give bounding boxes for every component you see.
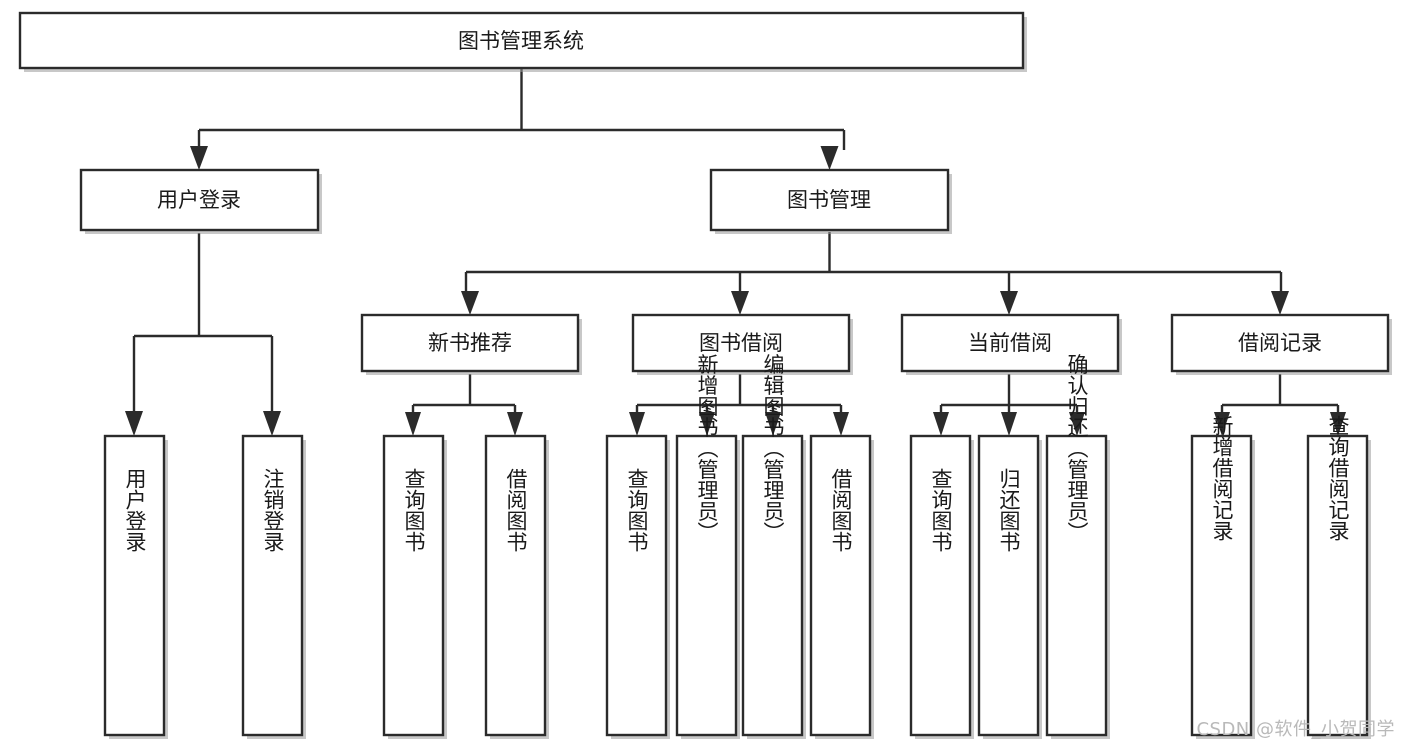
- leaf-label: 确认归还（管理员）: [1065, 354, 1089, 543]
- arrow-head-cb-leaf-1: [933, 412, 949, 436]
- arrow-head-nb-leaf-1: [405, 412, 421, 436]
- new-book-recommend-label: 新书推荐: [428, 331, 512, 355]
- leaf-borrow-record-query[interactable]: 查询借阅记录: [1306, 415, 1371, 739]
- leaf-label: 借阅图书: [829, 468, 853, 552]
- root-node-label: 图书管理系统: [458, 29, 584, 53]
- leaf-box: [605, 434, 668, 737]
- leaf-box: [741, 434, 804, 737]
- leaf-box: [675, 434, 738, 737]
- leaf-box: [484, 434, 547, 737]
- arrow-head-book-manage: [820, 146, 839, 170]
- book-management-node-box: [709, 168, 950, 232]
- node-book-management[interactable]: 图书管理: [709, 168, 952, 234]
- leaf-box: [103, 434, 166, 737]
- current-borrow-label: 当前借阅: [968, 331, 1052, 355]
- leaf-book-borrow-borrow[interactable]: 借阅图书: [809, 434, 874, 739]
- arrow-head-br-leaf-1: [1214, 412, 1230, 436]
- leaf-box: [809, 434, 872, 737]
- leaf-book-borrow-query[interactable]: 查询图书: [605, 434, 670, 739]
- current-borrow-box: [900, 313, 1120, 373]
- arrow-head-leaf-logout: [263, 411, 281, 436]
- leaf-label: 查询借阅记录: [1326, 415, 1350, 541]
- leaf-label: 用户登录: [123, 468, 147, 552]
- leaf-borrow-record-add[interactable]: 新增借阅记录: [1190, 415, 1255, 739]
- leaf-book-borrow-edit[interactable]: 编辑图书（管理员）: [741, 354, 806, 740]
- arrow-head-current-borrow: [1000, 291, 1018, 315]
- leaf-label: 新增借阅记录: [1210, 415, 1234, 541]
- leaf-label: 查询图书: [402, 468, 426, 552]
- book-borrow-label: 图书借阅: [699, 331, 783, 355]
- arrow-head-book-borrow: [731, 291, 749, 315]
- leaf-new-book-borrow[interactable]: 借阅图书: [484, 434, 549, 739]
- arrow-head-bb-leaf-3: [765, 412, 781, 436]
- node-borrow-record[interactable]: 借阅记录: [1170, 313, 1392, 375]
- node-book-borrow[interactable]: 图书借阅: [631, 313, 853, 375]
- book-management-node-label: 图书管理: [787, 188, 871, 212]
- arrow-head-new-book: [461, 291, 479, 315]
- node-current-borrow[interactable]: 当前借阅: [900, 313, 1122, 375]
- node-new-book-recommend[interactable]: 新书推荐: [360, 313, 582, 375]
- borrow-record-label: 借阅记录: [1238, 331, 1322, 355]
- csdn-watermark: CSDN @软件_小贺同学: [1196, 719, 1395, 740]
- leaf-label: 查询图书: [625, 468, 649, 552]
- root-node-box: [18, 11, 1025, 70]
- leaf-box: [1306, 434, 1369, 737]
- leaf-current-borrow-confirm[interactable]: 确认归还（管理员）: [1045, 354, 1110, 740]
- leaf-box: [382, 434, 445, 737]
- leaf-label: 注销登录: [261, 468, 285, 552]
- node-user-login[interactable]: 用户登录: [79, 168, 322, 234]
- arrow-head-bb-leaf-2: [699, 412, 715, 436]
- arrow-head-br-leaf-2: [1330, 412, 1346, 436]
- leaf-book-borrow-add[interactable]: 新增图书（管理员）: [675, 354, 740, 740]
- arrow-head-bb-leaf-1: [629, 412, 645, 436]
- user-login-node-label: 用户登录: [157, 188, 241, 212]
- leaf-box: [241, 434, 304, 737]
- user-login-node-box: [79, 168, 320, 232]
- node-root-book-management-system[interactable]: 图书管理系统: [18, 11, 1027, 72]
- leaf-label: 借阅图书: [504, 468, 528, 552]
- arrow-head-cb-leaf-2: [1001, 412, 1017, 436]
- book-borrow-box: [631, 313, 851, 373]
- arrow-head-user-login: [190, 146, 208, 170]
- connector-layer: [125, 69, 1346, 436]
- leaf-current-borrow-return[interactable]: 归还图书: [977, 434, 1042, 739]
- leaf-new-book-query[interactable]: 查询图书: [382, 434, 447, 739]
- leaf-box: [977, 434, 1040, 737]
- leaf-label: 新增图书（管理员）: [695, 354, 719, 543]
- arrow-head-bb-leaf-4: [833, 412, 849, 436]
- arrow-head-borrow-record: [1271, 291, 1289, 315]
- leaf-label: 查询图书: [929, 468, 953, 552]
- leaf-box: [909, 434, 972, 737]
- leaf-box: [1045, 434, 1108, 737]
- leaf-current-borrow-query[interactable]: 查询图书: [909, 434, 974, 739]
- arrow-head-nb-leaf-2: [507, 412, 523, 436]
- leaf-label: 编辑图书（管理员）: [761, 354, 785, 543]
- leaf-box: [1190, 434, 1253, 737]
- arrow-head-leaf-user-login: [125, 411, 143, 436]
- leaf-user-login-logout[interactable]: 注销登录: [241, 434, 306, 739]
- new-book-recommend-box: [360, 313, 580, 373]
- arrow-head-cb-leaf-3: [1069, 412, 1085, 436]
- leaf-label: 归还图书: [997, 468, 1021, 552]
- borrow-record-box: [1170, 313, 1390, 373]
- leaf-user-login-login[interactable]: 用户登录: [103, 434, 168, 739]
